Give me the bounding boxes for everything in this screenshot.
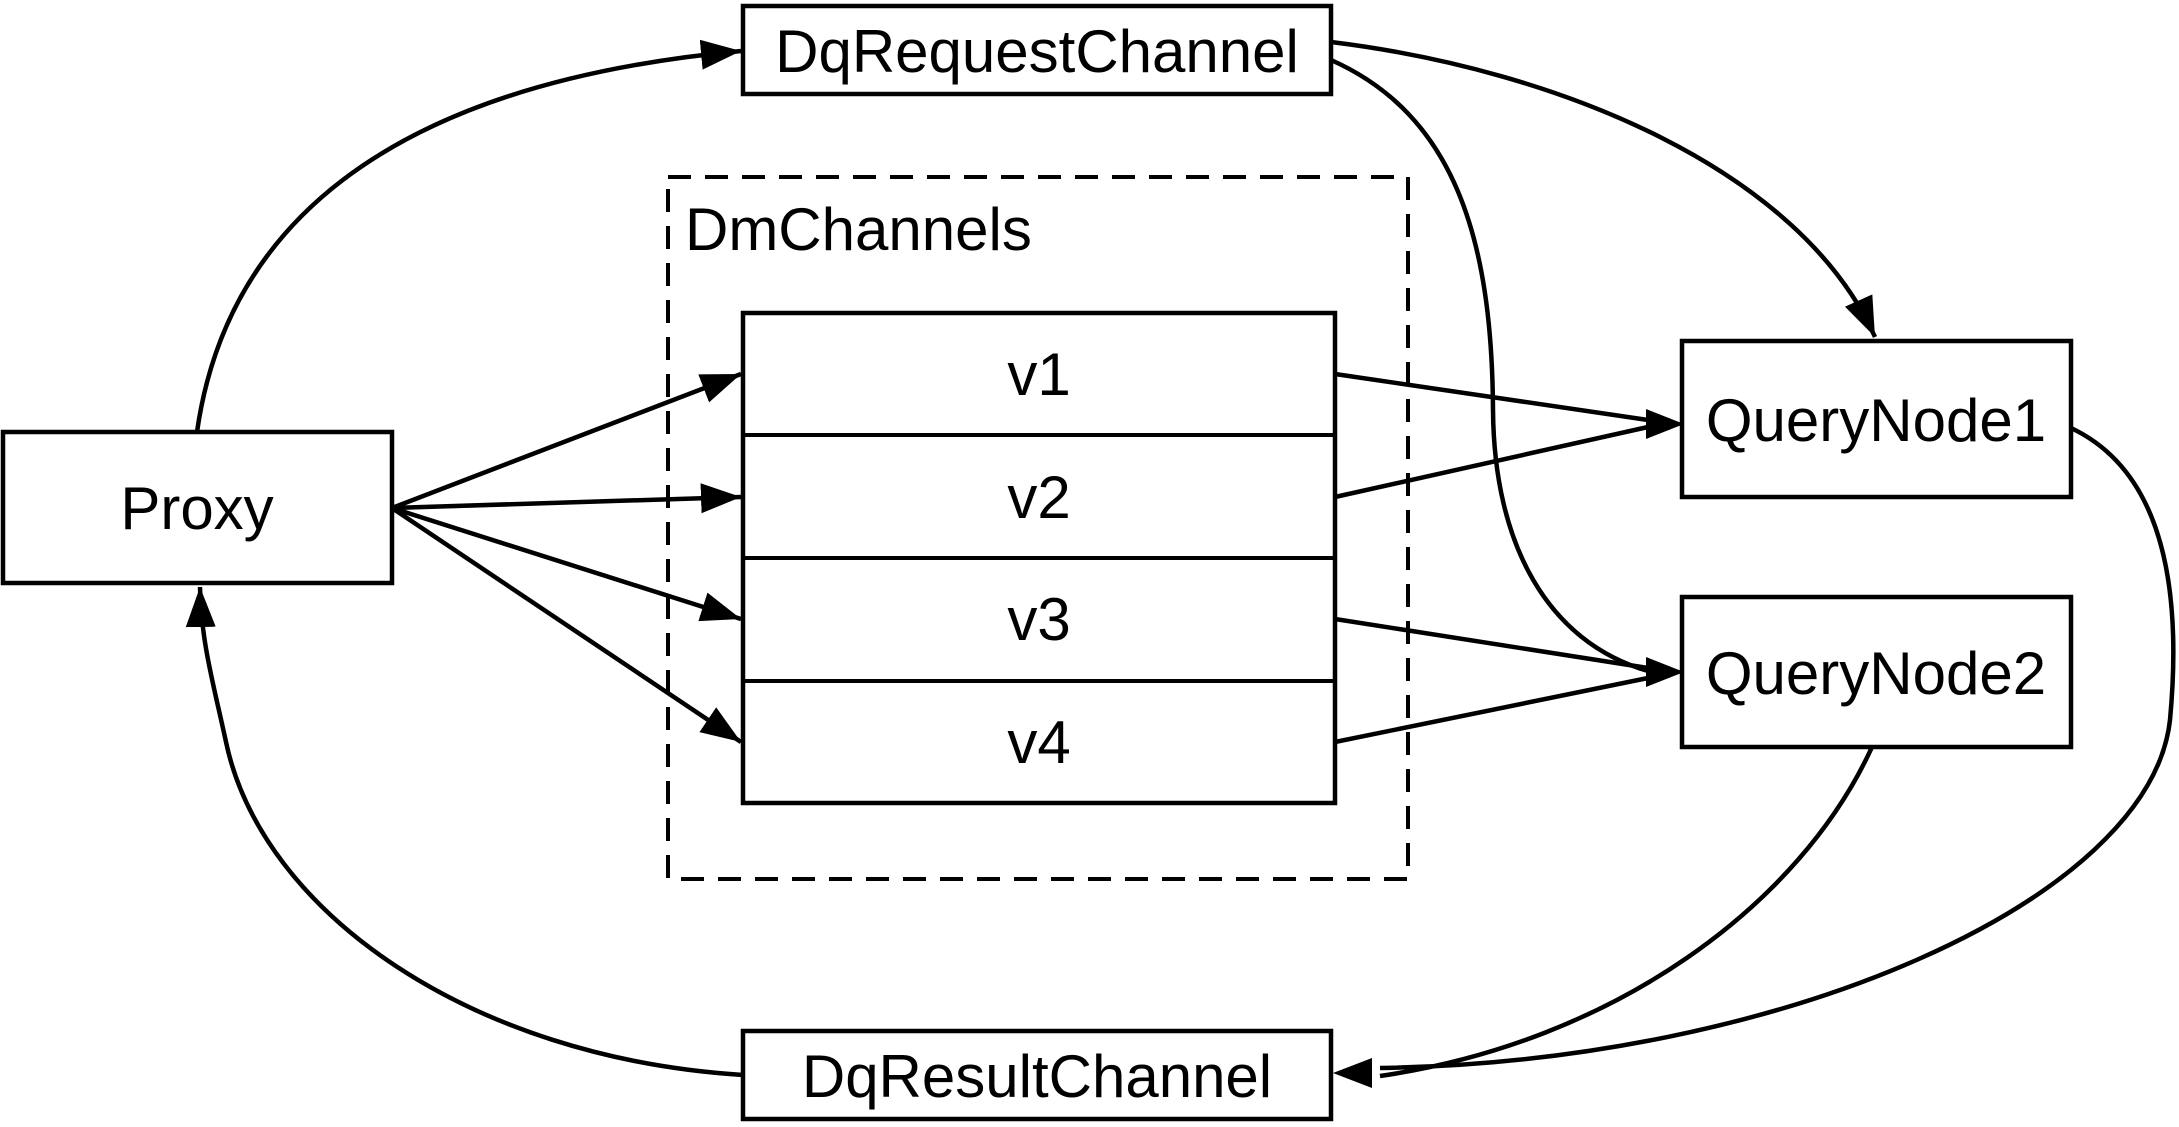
dq-request-channel-label: DqRequestChannel [775, 18, 1299, 85]
edge-proxy-to-v1 [391, 371, 742, 511]
dm-channels-label: DmChannels [685, 196, 1032, 263]
edge-proxy-to-v2 [391, 483, 742, 514]
edge-proxy-to-dqrequestchannel [194, 39, 742, 433]
edge-dqrequestchannel-to-querynode2 [1330, 57, 1649, 674]
channel-v1-label: v1 [1007, 341, 1070, 408]
channel-v2-label: v2 [1007, 464, 1070, 531]
edge-querynode1-to-dqresultchannel [1379, 425, 2176, 1071]
edge-querynode2-to-dqresultchannel [1379, 746, 1875, 1079]
edge-v4-to-querynode2 [1334, 675, 1649, 745]
proxy-label: Proxy [120, 475, 273, 542]
edge-proxy-to-v4 [390, 506, 743, 744]
edge-dqresultchannel-to-proxy [185, 586, 744, 1078]
dq-result-channel-label: DqResultChannel [802, 1043, 1272, 1110]
dq-request-channel-box [740, 3, 1334, 97]
edge-dqrequestchannel-to-querynode1 [1330, 39, 1878, 338]
nodes: DqRequestChannel DmChannels v1 v2 v3 v4 … [0, 3, 2074, 1122]
arrowhead-dqresultchannel-right-icon [1333, 1058, 1372, 1088]
edges [185, 39, 2176, 1088]
query-node-2-box [1679, 594, 2074, 750]
channel-v4-label: v4 [1007, 709, 1070, 776]
arrowhead-querynode2-left-icon [1646, 657, 1684, 687]
query-node-1-label: QueryNode1 [1706, 387, 2046, 454]
query-node-2-label: QueryNode2 [1706, 640, 2046, 707]
arrowhead-querynode1-left-icon [1646, 409, 1684, 439]
edge-proxy-to-v3 [391, 505, 742, 622]
proxy-box [0, 429, 395, 586]
edge-v2-to-querynode1 [1334, 424, 1649, 500]
query-node-1-box [1679, 338, 2074, 500]
dq-result-channel-box [740, 1028, 1334, 1122]
edge-v3-to-querynode2 [1334, 616, 1649, 671]
dm-channels-group-box [666, 175, 1410, 881]
channel-v3-label: v3 [1007, 586, 1070, 653]
